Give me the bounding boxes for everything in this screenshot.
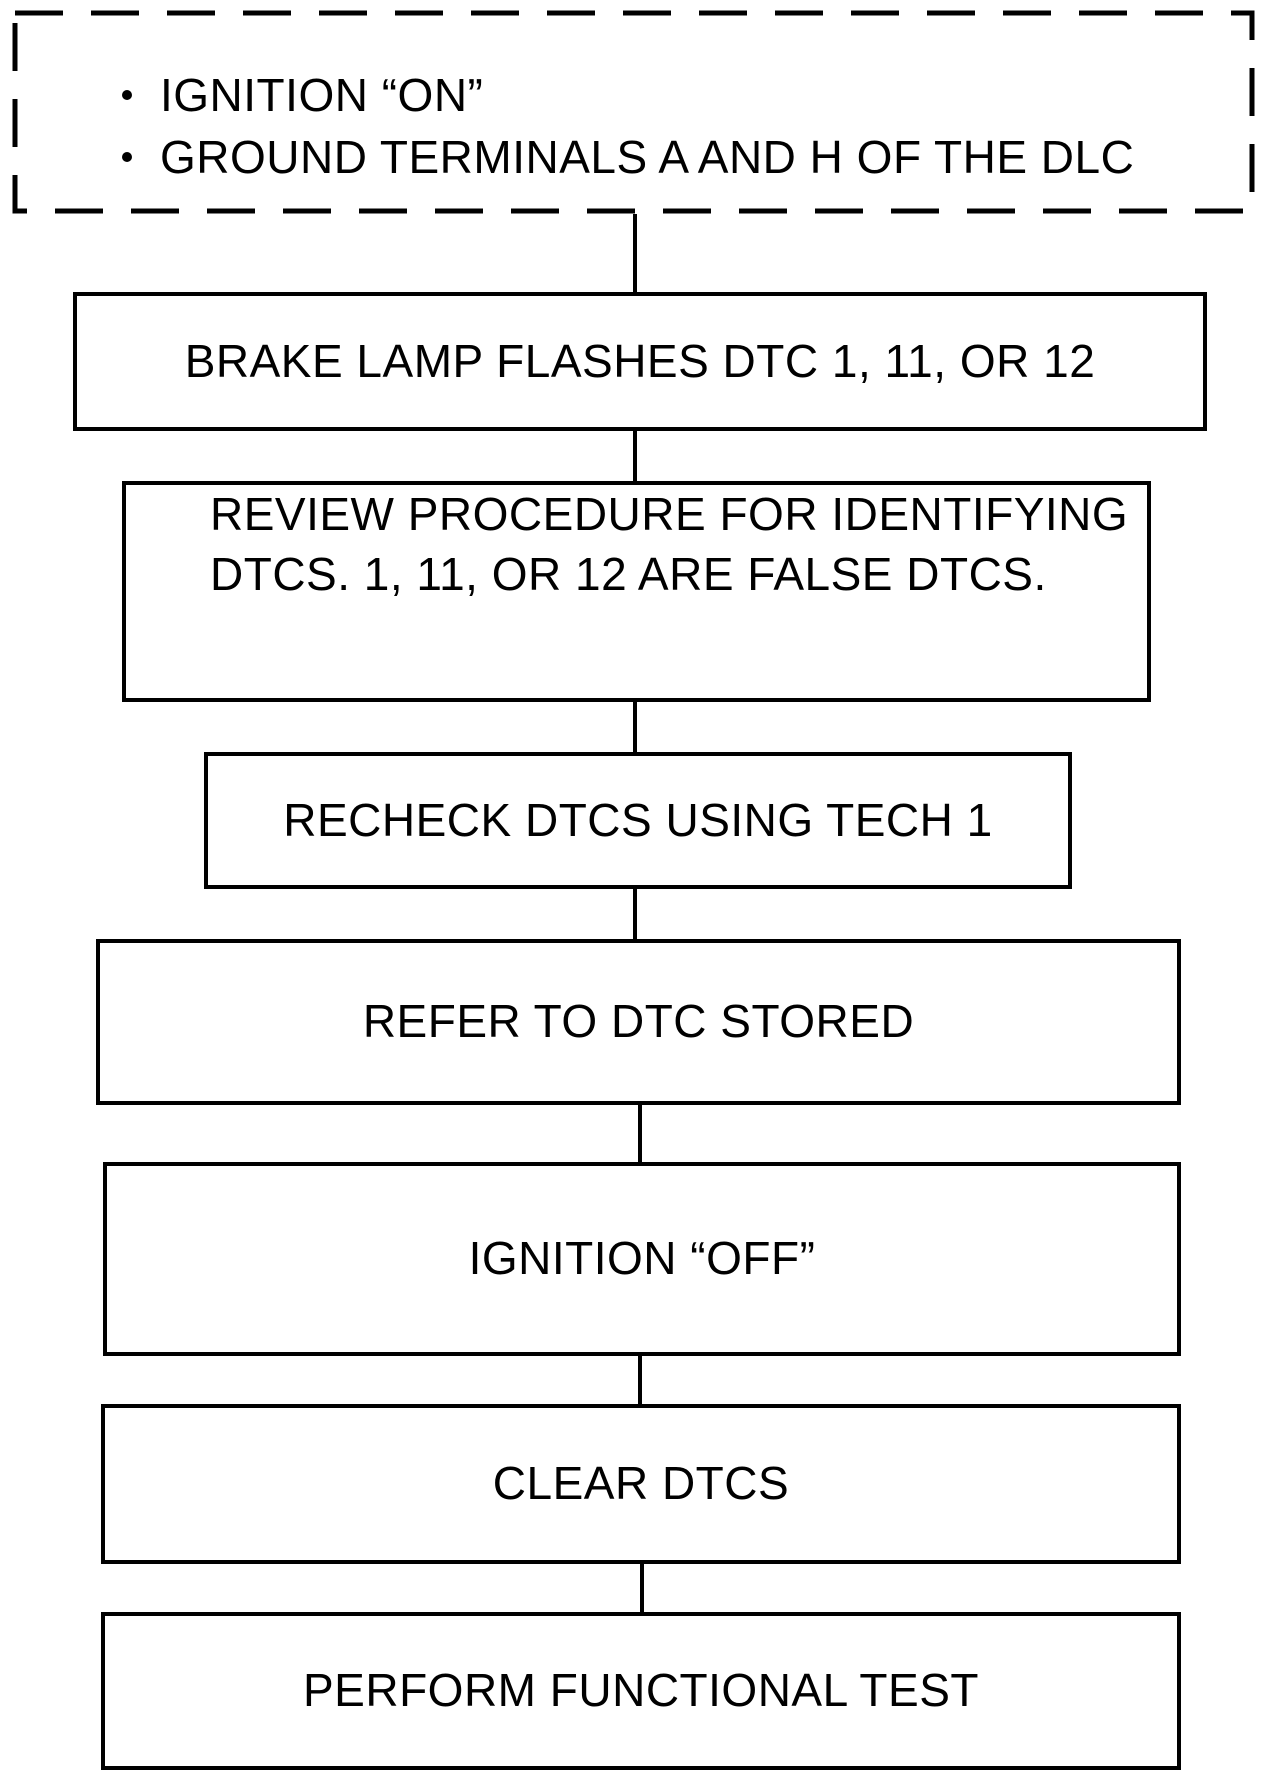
precondition-item-text: IGNITION “ON”	[160, 69, 484, 121]
connector-line	[633, 214, 637, 296]
step-text: RECHECK DTCS USING TECH 1	[283, 793, 993, 846]
connector-line	[638, 1105, 642, 1165]
connector-line	[640, 1564, 644, 1614]
connector-line	[633, 702, 637, 754]
bullet-icon	[122, 90, 132, 100]
step-text-line2: DTCS. 1, 11, OR 12 ARE FALSE DTCS.	[210, 547, 1047, 600]
precondition-item: GROUND TERMINALS A AND H OF THE DLC	[122, 126, 1134, 188]
step-recheck-dtcs: RECHECK DTCS USING TECH 1	[204, 752, 1072, 889]
step-text: PERFORM FUNCTIONAL TEST	[303, 1664, 979, 1717]
step-ignition-off: IGNITION “OFF”	[103, 1162, 1181, 1356]
step-brake-lamp-flashes: BRAKE LAMP FLASHES DTC 1, 11, OR 12	[73, 292, 1207, 431]
bullet-icon	[122, 152, 132, 162]
connector-line	[638, 1356, 642, 1406]
precondition-item-text: GROUND TERMINALS A AND H OF THE DLC	[160, 131, 1135, 183]
step-text: BRAKE LAMP FLASHES DTC 1, 11, OR 12	[184, 334, 1096, 387]
dashed-border	[12, 10, 1255, 214]
step-text: CLEAR DTCS	[492, 1457, 790, 1510]
connector-line	[633, 889, 637, 941]
connector-line	[633, 431, 637, 483]
step-text: REFER TO DTC STORED	[362, 995, 915, 1048]
precondition-item: IGNITION “ON”	[122, 64, 1134, 126]
step-refer-to-dtc: REFER TO DTC STORED	[96, 939, 1181, 1105]
precondition-list: IGNITION “ON” GROUND TERMINALS A AND H O…	[122, 64, 1134, 188]
step-functional-test: PERFORM FUNCTIONAL TEST	[101, 1612, 1181, 1770]
step-text-line1: REVIEW PROCEDURE FOR IDENTIFYING	[210, 488, 1129, 540]
step-clear-dtcs: CLEAR DTCS	[101, 1404, 1181, 1564]
step-review-procedure: REVIEW PROCEDURE FOR IDENTIFYING DTCS. 1…	[122, 481, 1151, 702]
precondition-box: IGNITION “ON” GROUND TERMINALS A AND H O…	[12, 10, 1255, 214]
step-text: IGNITION “OFF”	[468, 1232, 816, 1285]
